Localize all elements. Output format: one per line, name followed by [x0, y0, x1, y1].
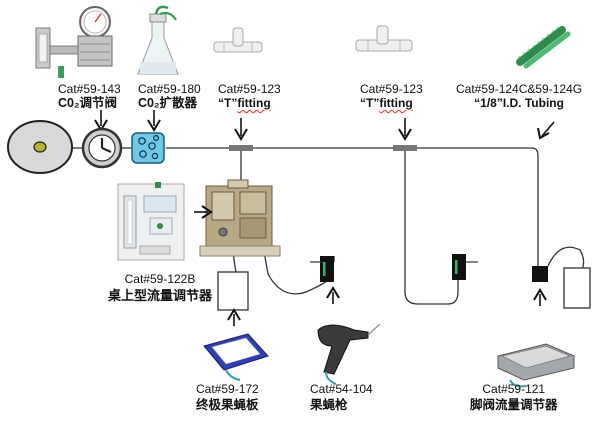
tubing-label: Cat#59-124C&59-124G “1/8”I.D. Tubing [456, 82, 582, 110]
t-fitting-marker-2 [393, 145, 417, 151]
bench-regulator-label: Cat#59-122B 桌上型流量调节器 [108, 272, 212, 303]
gas-line [72, 147, 585, 305]
t-fitting-label-2: Cat#59-123 “T”fitting [360, 82, 423, 110]
flypad-label: Cat#59-172 终极果蝇板 [196, 382, 259, 412]
blowgun-holder-1 [310, 256, 334, 282]
co2-regulator-cat: Cat#59-143 [58, 82, 121, 96]
t-fitting-name-1: “T”fitting [218, 96, 271, 110]
t-fitting-photo-2 [355, 25, 413, 52]
foot-valve-box [563, 267, 591, 309]
t-fitting-cat-2: Cat#59-123 [360, 82, 423, 96]
t-fitting-cat-1: Cat#59-123 [218, 82, 281, 96]
arrow-to-t-fitting-2 [398, 118, 412, 141]
flypad-name: 终极果蝇板 [196, 398, 259, 412]
foot-regulator-label: Cat#59-121 脚阀流量调节器 [470, 382, 558, 412]
arrow-to-tubing [537, 121, 555, 140]
foot-regulator-name: 脚阀流量调节器 [470, 398, 558, 412]
gas-tank-icon [7, 120, 73, 174]
blowgun-cat: Cat#54-104 [310, 382, 373, 396]
tubing-name: “1/8”I.D. Tubing [474, 96, 564, 110]
arrow-to-flow-station [194, 205, 213, 219]
t-fitting-marker-1 [229, 145, 253, 151]
pressure-gauge-icon [81, 127, 123, 169]
bench-regulator-photo [117, 182, 185, 261]
arrow-to-diffuser [147, 110, 161, 132]
t-fitting-name-2: “T”fitting [360, 96, 413, 110]
flypad-photo [203, 333, 269, 381]
blowgun-photo [317, 323, 381, 385]
t-fitting-label-1: Cat#59-123 “T”fitting [218, 82, 281, 110]
co2-diffuser-label: Cat#59-180 C0₂扩散器 [138, 82, 201, 110]
bench-regulator-name: 桌上型流量调节器 [108, 288, 213, 303]
tubing-cat: Cat#59-124C&59-124G [456, 82, 583, 96]
co2-diffuser-photo [137, 5, 179, 75]
t-fitting-photo-1 [213, 27, 263, 53]
co2-regulator-label: Cat#59-143 C0₂调节阀 [58, 82, 121, 110]
co2-regulator-name: C0₂调节阀 [58, 96, 118, 110]
bench-regulator-cat: Cat#59-122B [124, 272, 196, 286]
arrow-to-blowgun [326, 286, 340, 304]
blowgun-holder-2 [452, 254, 478, 280]
co2-diffuser-cat: Cat#59-180 [138, 82, 201, 96]
arrow-to-t-fitting-1 [234, 118, 248, 141]
blowgun-name: 果蝇枪 [310, 398, 348, 412]
flypad-cat: Cat#59-172 [196, 382, 259, 396]
foot-regulator-cat: Cat#59-121 [482, 382, 546, 396]
foot-valve-square [532, 266, 548, 282]
blowgun-label: Cat#54-104 果蝇枪 [310, 382, 373, 412]
tubing-photo [516, 25, 571, 69]
arrow-to-foot-valve [533, 288, 547, 306]
co2-diffuser-name: C0₂扩散器 [138, 96, 198, 110]
flow-station-photo [199, 179, 281, 257]
arrow-to-gauge [94, 110, 108, 132]
arrow-to-flypad [227, 308, 241, 326]
foot-regulator-photo [497, 343, 575, 388]
diffuser-icon [131, 132, 165, 164]
co2-regulator-photo [35, 6, 113, 78]
flypad-box [217, 271, 249, 311]
